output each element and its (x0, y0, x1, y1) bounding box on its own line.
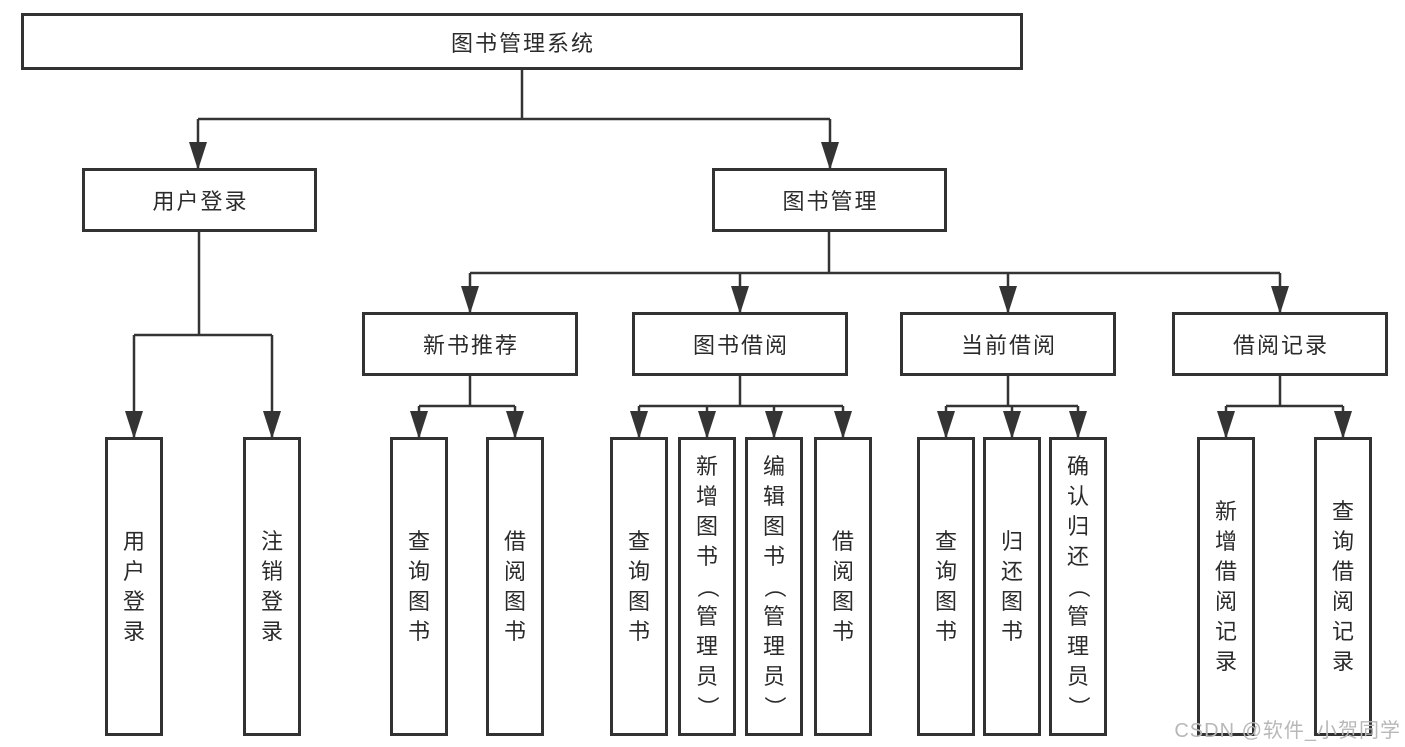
leaf-label: 借阅图书 (503, 528, 526, 644)
leaf-label: 用户登录 (122, 528, 145, 644)
leaf-label: 注销登录 (260, 528, 283, 644)
node-book-management: 图书管理 (712, 168, 947, 232)
leaf-add-books-admin: 新增图书（管理员） (678, 437, 736, 736)
leaf-label: 新增借阅记录 (1214, 498, 1237, 674)
leaf-add-borrow-record: 新增借阅记录 (1197, 437, 1255, 736)
leaf-edit-books-admin: 编辑图书（管理员） (745, 437, 803, 736)
watermark: CSDN @软件_小贺同学 (1174, 720, 1401, 742)
leaf-label: 借阅图书 (831, 528, 854, 644)
leaf-label: 查询图书 (934, 528, 957, 644)
leaf-label: 新增图书（管理员） (694, 453, 720, 718)
leaf-borrow-books-borrowing: 借阅图书 (814, 437, 872, 736)
leaf-query-books-current: 查询图书 (917, 437, 975, 736)
node-label: 图书管理 (782, 189, 879, 214)
node-label: 用户登录 (152, 189, 249, 214)
leaf-label: 归还图书 (1000, 528, 1023, 644)
leaf-label: 查询图书 (407, 528, 430, 644)
node-new-book-recommend: 新书推荐 (362, 312, 578, 376)
node-book-borrowing: 图书借阅 (632, 312, 848, 376)
leaf-label: 确认归还（管理员） (1065, 453, 1091, 718)
leaf-label: 编辑图书（管理员） (761, 453, 787, 718)
leaf-label: 查询借阅记录 (1331, 498, 1354, 674)
leaf-logout: 注销登录 (243, 437, 301, 736)
leaf-query-books-borrowing: 查询图书 (610, 437, 668, 736)
arrowhead-icons (125, 142, 1352, 439)
node-label: 图书借阅 (692, 333, 789, 358)
leaf-query-borrow-record: 查询借阅记录 (1314, 437, 1372, 736)
node-user-login: 用户登录 (82, 168, 317, 232)
node-label: 新书推荐 (422, 333, 519, 358)
leaf-borrow-books-recommend: 借阅图书 (486, 437, 544, 736)
node-current-borrowing: 当前借阅 (900, 312, 1116, 376)
leaf-label: 查询图书 (627, 528, 650, 644)
node-label: 当前借阅 (960, 333, 1057, 358)
node-root-system: 图书管理系统 (21, 13, 1023, 70)
leaf-confirm-return-admin: 确认归还（管理员） (1049, 437, 1107, 736)
node-borrowing-records: 借阅记录 (1172, 312, 1388, 376)
connector-lines (132, 70, 1345, 438)
leaf-query-books-recommend: 查询图书 (390, 437, 448, 736)
leaf-return-books: 归还图书 (983, 437, 1041, 736)
leaf-user-login: 用户登录 (105, 437, 163, 736)
node-label: 图书管理系统 (450, 30, 595, 56)
node-label: 借阅记录 (1232, 333, 1329, 358)
